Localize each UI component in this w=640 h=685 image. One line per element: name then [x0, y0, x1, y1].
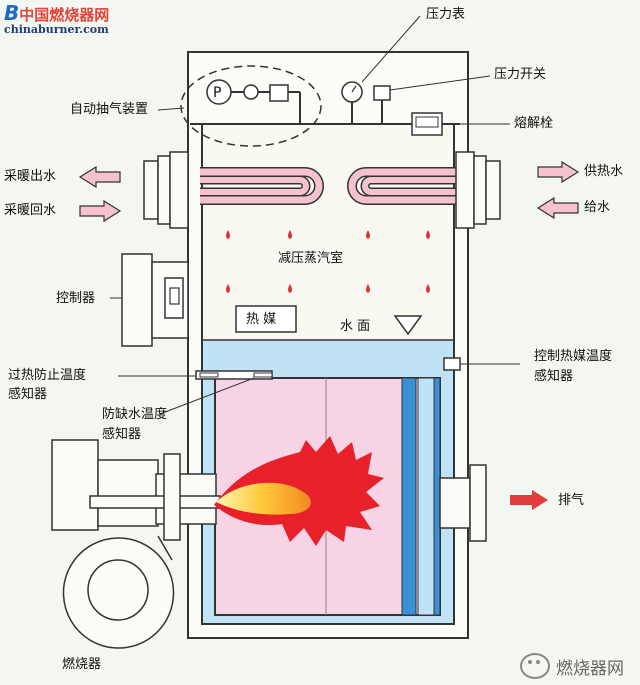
label-pressure-gauge: 压力表 — [426, 7, 466, 22]
label-hot-water-supply: 供热水 — [584, 164, 624, 179]
gauge-letter: P — [213, 85, 221, 101]
label-medium-temp-sensor-2: 感知器 — [534, 369, 574, 384]
label-water-surface: 水 面 — [340, 319, 371, 334]
label-heat-medium: 热 媒 — [246, 312, 277, 327]
label-steam-chamber: 减压蒸汽室 — [278, 251, 344, 266]
deaerator-dashed-outline — [180, 65, 322, 147]
brand-domain: chinaburner.com — [4, 23, 109, 36]
label-overheat-sensor-1: 过热防止温度 — [8, 368, 87, 383]
leader-lines — [110, 15, 520, 415]
heat-medium-box — [235, 305, 297, 333]
flame — [214, 436, 384, 546]
brand-name: 中国燃烧器网 — [19, 6, 110, 24]
steam-droplets — [226, 230, 430, 293]
label-medium-temp-sensor-1: 控制热媒温度 — [534, 349, 613, 364]
coil-right — [347, 167, 456, 205]
arrow-heating-return — [79, 199, 122, 223]
label-controller: 控制器 — [56, 291, 96, 306]
water-level-marker — [393, 315, 423, 336]
arrow-exhaust — [510, 490, 548, 510]
flue-tubes — [325, 377, 441, 616]
arrow-feed-water — [536, 196, 579, 220]
label-heating-outlet: 采暖出水 — [4, 169, 57, 184]
burner-assembly — [51, 439, 221, 649]
watermark-text: 燃烧器网 — [556, 658, 624, 679]
exhaust-duct — [439, 464, 487, 542]
label-burner: 燃烧器 — [62, 657, 102, 672]
label-exhaust: 排气 — [558, 493, 585, 508]
arrow-hot-water-supply — [537, 160, 580, 184]
label-heating-return: 采暖回水 — [4, 203, 57, 218]
wechat-icon — [520, 653, 550, 679]
label-lowwater-sensor-1: 防缺水温度 — [102, 407, 168, 422]
watermark: 燃烧器网 — [520, 653, 624, 679]
label-overheat-sensor-2: 感知器 — [8, 387, 48, 402]
coil-left — [200, 167, 324, 205]
label-feed-water: 给水 — [584, 200, 611, 215]
label-pressure-switch: 压力开关 — [494, 67, 547, 82]
sensors — [195, 357, 461, 380]
flange-left — [143, 151, 189, 229]
label-auto-deaerator: 自动抽气装置 — [70, 102, 149, 117]
brand-logo: B中国燃烧器网 chinaburner.com — [4, 1, 144, 36]
top-fittings — [180, 65, 460, 147]
controller-unit — [121, 253, 189, 347]
label-fusible-plug: 熔解栓 — [514, 116, 554, 131]
arrow-heating-outlet — [78, 165, 121, 189]
flange-right — [455, 151, 501, 229]
label-lowwater-sensor-2: 感知器 — [102, 427, 142, 442]
brand-letter: B — [4, 1, 20, 25]
